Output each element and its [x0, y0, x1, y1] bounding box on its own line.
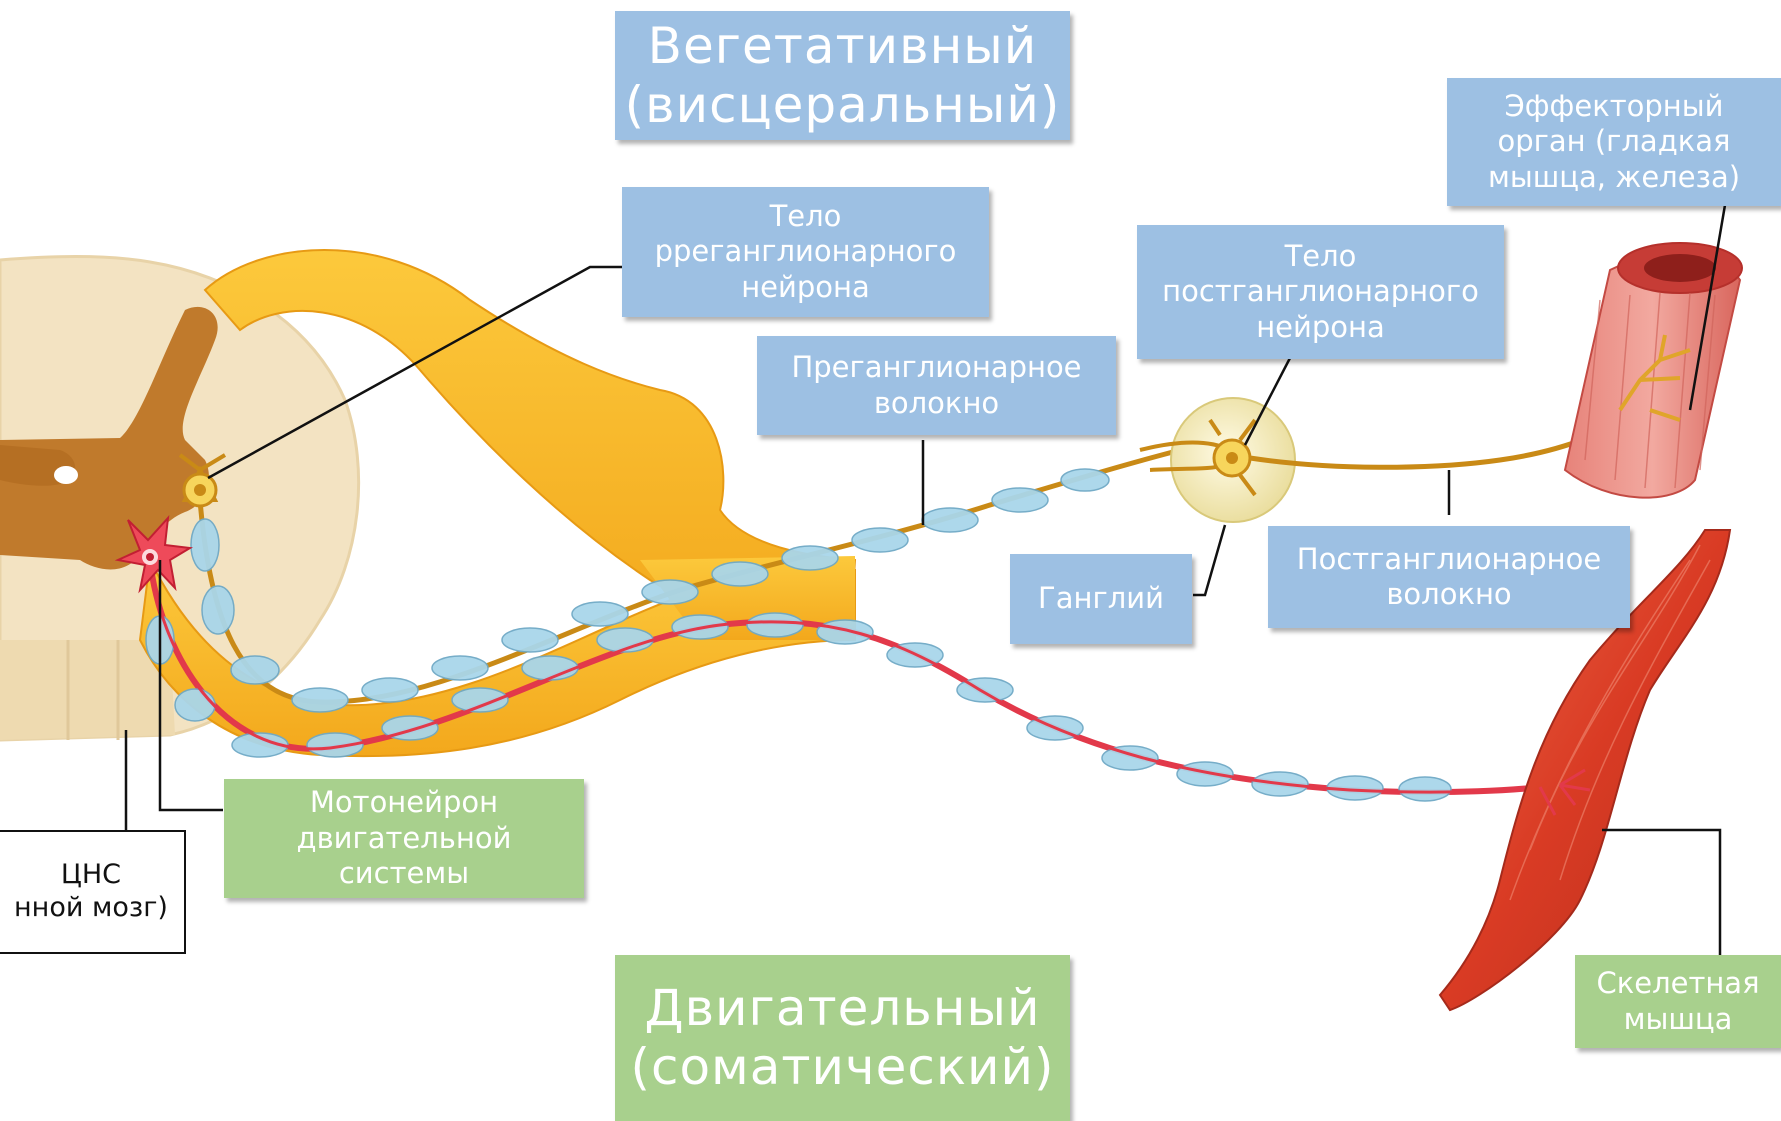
- label-skeletal-muscle: Скелетная мышца: [1575, 955, 1781, 1048]
- label-cns: ЦНС нной мозг): [0, 830, 186, 954]
- label-preganglionic-fiber: Преганглионарное волокно: [757, 336, 1116, 435]
- autonomic-title: Вегетативный (висцеральный): [615, 11, 1070, 140]
- somatic-title: Двигательный (соматический): [615, 955, 1070, 1121]
- effector-organ: [1565, 243, 1742, 498]
- label-postganglionic-fiber: Постганглионарное волокно: [1268, 526, 1630, 628]
- label-motor-neuron: Мотонейрон двигательной системы: [224, 779, 584, 898]
- label-ganglion: Ганглий: [1010, 554, 1192, 644]
- label-postganglionic-neuron-body: Тело постганглионарного нейрона: [1137, 225, 1504, 359]
- label-preganglionic-neuron-body: Тело pреганглионарного нейрона: [622, 187, 989, 317]
- label-effector-organ: Эффекторный орган (гладкая мышца, железа…: [1447, 78, 1781, 206]
